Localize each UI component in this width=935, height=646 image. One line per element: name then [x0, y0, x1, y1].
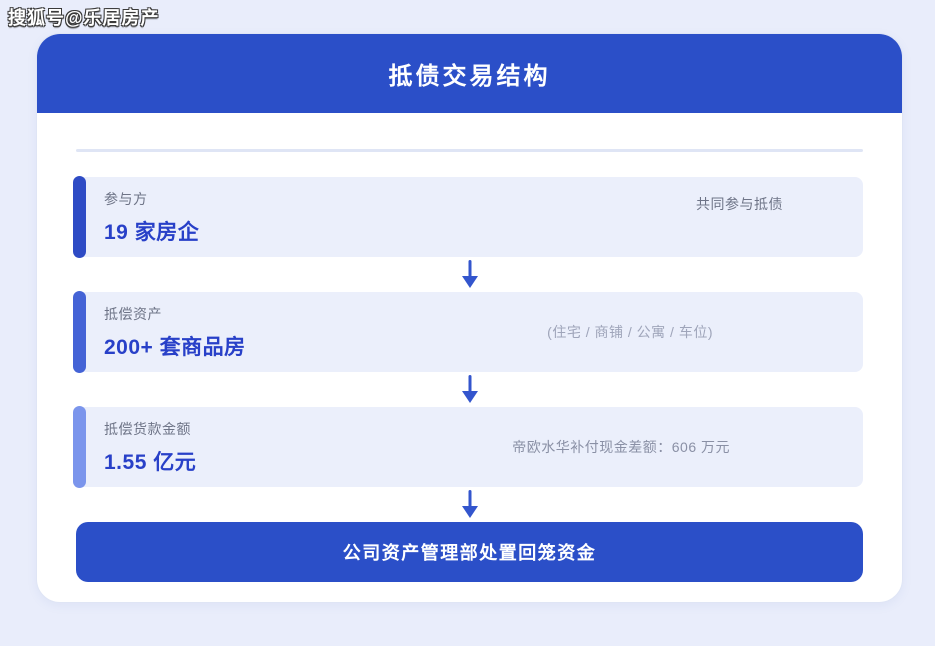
row-label: 抵偿货款金额: [104, 420, 191, 437]
card-title: 抵债交易结构: [388, 63, 551, 90]
row-label: 抵偿资产: [104, 305, 162, 322]
row-left-block: 参与方 19 家房企: [104, 189, 199, 246]
accent-bar: [73, 291, 86, 373]
divider: [76, 149, 863, 152]
row-value: 200+ 套商品房: [104, 335, 246, 359]
arrow-down-icon: [76, 487, 863, 522]
card-header: 抵债交易结构: [37, 34, 902, 113]
transaction-structure-card: 抵债交易结构 参与方 19 家房企 共同参与抵债: [36, 33, 903, 603]
row-note: 帝欧水华补付现金差额：606 万元: [512, 439, 730, 455]
row-amount: 抵偿货款金额 1.55 亿元 帝欧水华补付现金差额：606 万元: [73, 406, 863, 488]
row-assets: 抵偿资产 200+ 套商品房 (住宅 / 商铺 / 公寓 / 车位): [73, 291, 863, 373]
row-label: 参与方: [104, 190, 148, 207]
row-value: 19 家房企: [104, 220, 200, 244]
arrow-down-icon: [76, 257, 863, 292]
row-note: (住宅 / 商铺 / 公寓 / 车位): [547, 324, 713, 340]
row-note: 共同参与抵债: [696, 196, 783, 212]
watermark: 搜狐号@乐居房产: [8, 8, 160, 28]
row-participants: 参与方 19 家房企 共同参与抵债: [73, 176, 863, 258]
accent-bar: [73, 176, 86, 258]
row-value: 1.55 亿元: [104, 450, 197, 474]
flow-diagram: 参与方 19 家房企 共同参与抵债 抵偿资产 200+ 套商品房: [73, 176, 863, 582]
accent-bar: [73, 406, 86, 488]
footer-banner: 公司资产管理部处置回笼资金: [76, 522, 863, 582]
row-left-block: 抵偿货款金额 1.55 亿元: [104, 419, 196, 476]
row-left-block: 抵偿资产 200+ 套商品房: [104, 304, 246, 361]
card-body: 参与方 19 家房企 共同参与抵债 抵偿资产 200+ 套商品房: [37, 149, 902, 582]
arrow-down-icon: [76, 372, 863, 407]
